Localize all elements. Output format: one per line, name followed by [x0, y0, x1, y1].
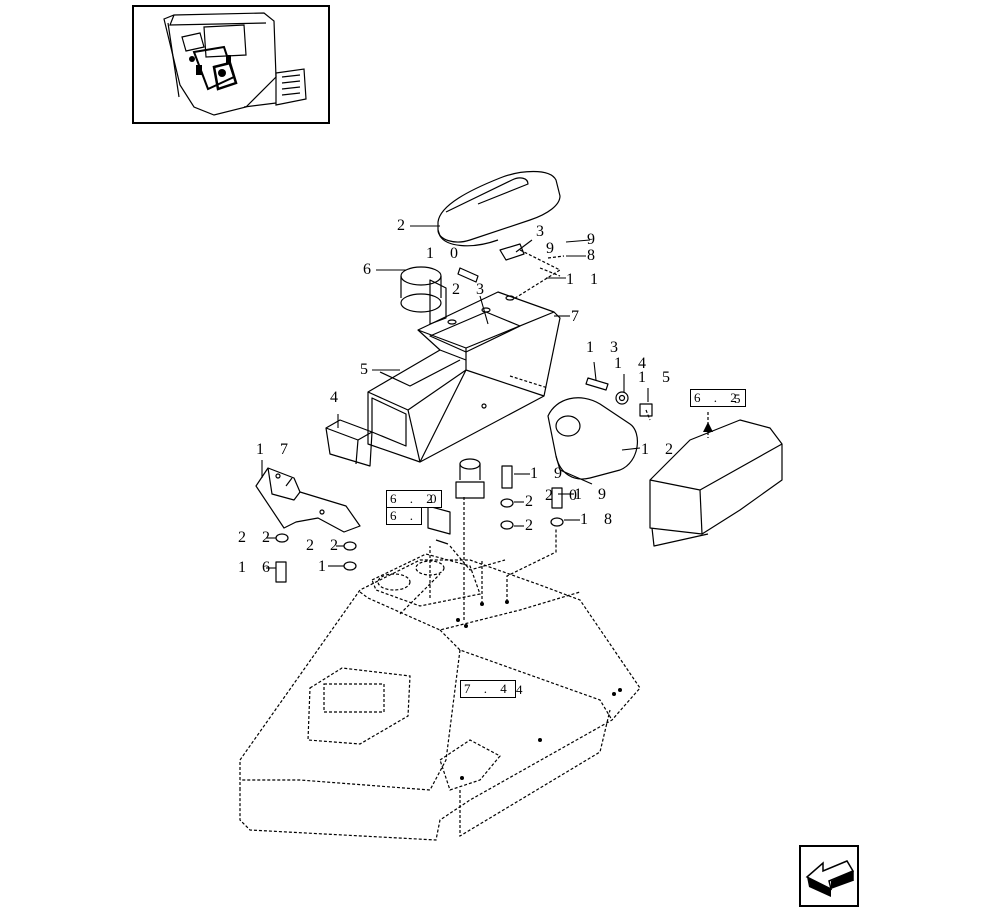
callout-3: 3: [536, 223, 550, 240]
cab-overview-thumbnail-icon: [163, 12, 307, 116]
callout-18: 1 8: [580, 511, 618, 528]
callout-1: 1: [318, 558, 332, 575]
reference-box-7-4[interactable]: 7 . 4: [460, 680, 516, 698]
callout-16: 1 6: [238, 559, 276, 576]
callout-2-lower: 2: [525, 517, 539, 534]
callout-2-upper: 2: [525, 493, 539, 510]
callout-9-secondary: 9: [546, 240, 560, 257]
callout-15: 1 5: [638, 369, 676, 386]
cover-ref-6-25: [649, 419, 783, 547]
part-10-bolt: [457, 267, 479, 283]
previous-page-button[interactable]: [799, 845, 859, 907]
callout-7: 7: [571, 308, 585, 325]
previous-page-arrow-icon: [805, 860, 855, 897]
callout-22-right: 2 2: [306, 537, 344, 554]
mount-holes: [456, 600, 622, 780]
part-4-tray: [325, 419, 373, 467]
callout-8: 8: [587, 247, 601, 264]
part-17-bracket: [255, 467, 361, 533]
part-12-holder: [547, 397, 638, 485]
reference-box-6-b[interactable]: 6 .: [386, 507, 422, 525]
reference-box-6-2[interactable]: 6 . 2: [690, 389, 746, 407]
reference-suffix-4: 4: [516, 682, 528, 697]
part-7-console-body: [367, 291, 561, 463]
reference-arrow-icon: [703, 422, 713, 432]
callout-5: 5: [360, 361, 374, 378]
callout-4: 4: [330, 389, 344, 406]
callout-2: 2: [397, 217, 411, 234]
part-3-hinge-plate: [499, 243, 525, 261]
callout-17: 1 7: [256, 441, 294, 458]
reference-suffix-5: 5: [734, 391, 746, 406]
callout-19-secondary: 1 9: [574, 486, 612, 503]
cab-overview-thumbnail: [132, 5, 330, 124]
callout-20-partial: 2 0: [545, 487, 583, 504]
callout-9: 9: [587, 231, 601, 248]
part-6-cup-holder: [400, 266, 447, 325]
callout-10: 1 0: [426, 245, 464, 262]
callout-23: 2 3: [452, 281, 490, 298]
callout-12: 1 2: [641, 441, 679, 458]
callout-22-left: 2 2: [238, 529, 276, 546]
callout-11: 1 1: [566, 271, 604, 288]
callout-19: 1 9: [530, 465, 568, 482]
base-console-outline: [239, 249, 709, 841]
callout-14: 1 4: [614, 355, 652, 372]
callout-13: 1 3: [586, 339, 624, 356]
part-20-knob: [455, 458, 485, 499]
callout-leaders: [261, 225, 649, 689]
callout-6: 6: [363, 261, 377, 278]
part-2-armrest-cushion: [437, 170, 561, 247]
reference-suffix-0: 0: [430, 491, 442, 506]
